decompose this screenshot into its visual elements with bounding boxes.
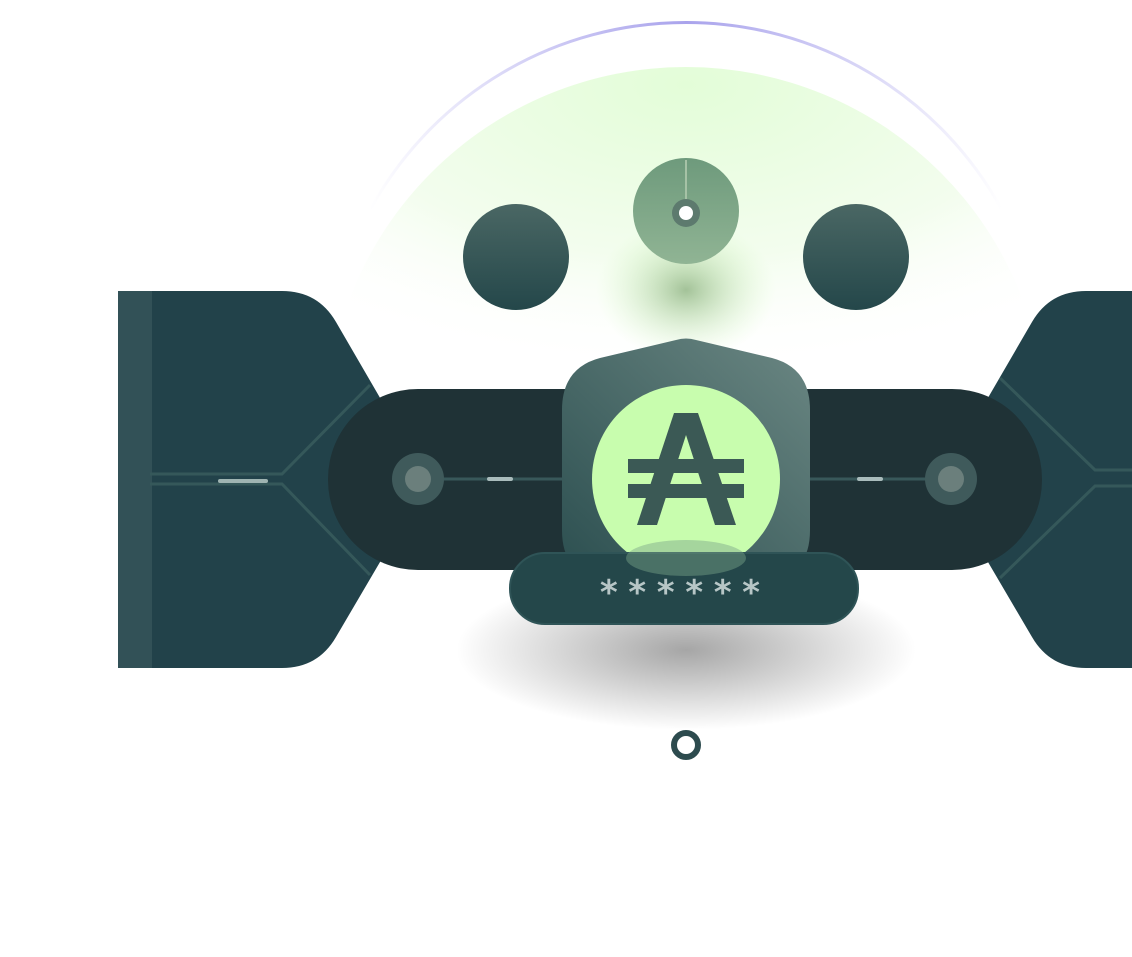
top-circle-left-icon xyxy=(463,204,569,310)
ring-indicator-icon xyxy=(671,730,701,760)
currency-a-logo-icon xyxy=(592,385,780,573)
hexagon-panel-right-icon xyxy=(970,291,1132,668)
knob-right-icon xyxy=(925,453,977,505)
knob-left-icon xyxy=(392,453,444,505)
center-glow xyxy=(596,220,776,360)
password-mask: ****** xyxy=(598,572,770,613)
glow-arc-outline xyxy=(368,21,1004,211)
top-circle-center-icon xyxy=(633,158,739,264)
top-circle-right-icon xyxy=(803,204,909,310)
password-field xyxy=(509,552,859,625)
hexagon-panel-left-icon xyxy=(118,291,398,668)
